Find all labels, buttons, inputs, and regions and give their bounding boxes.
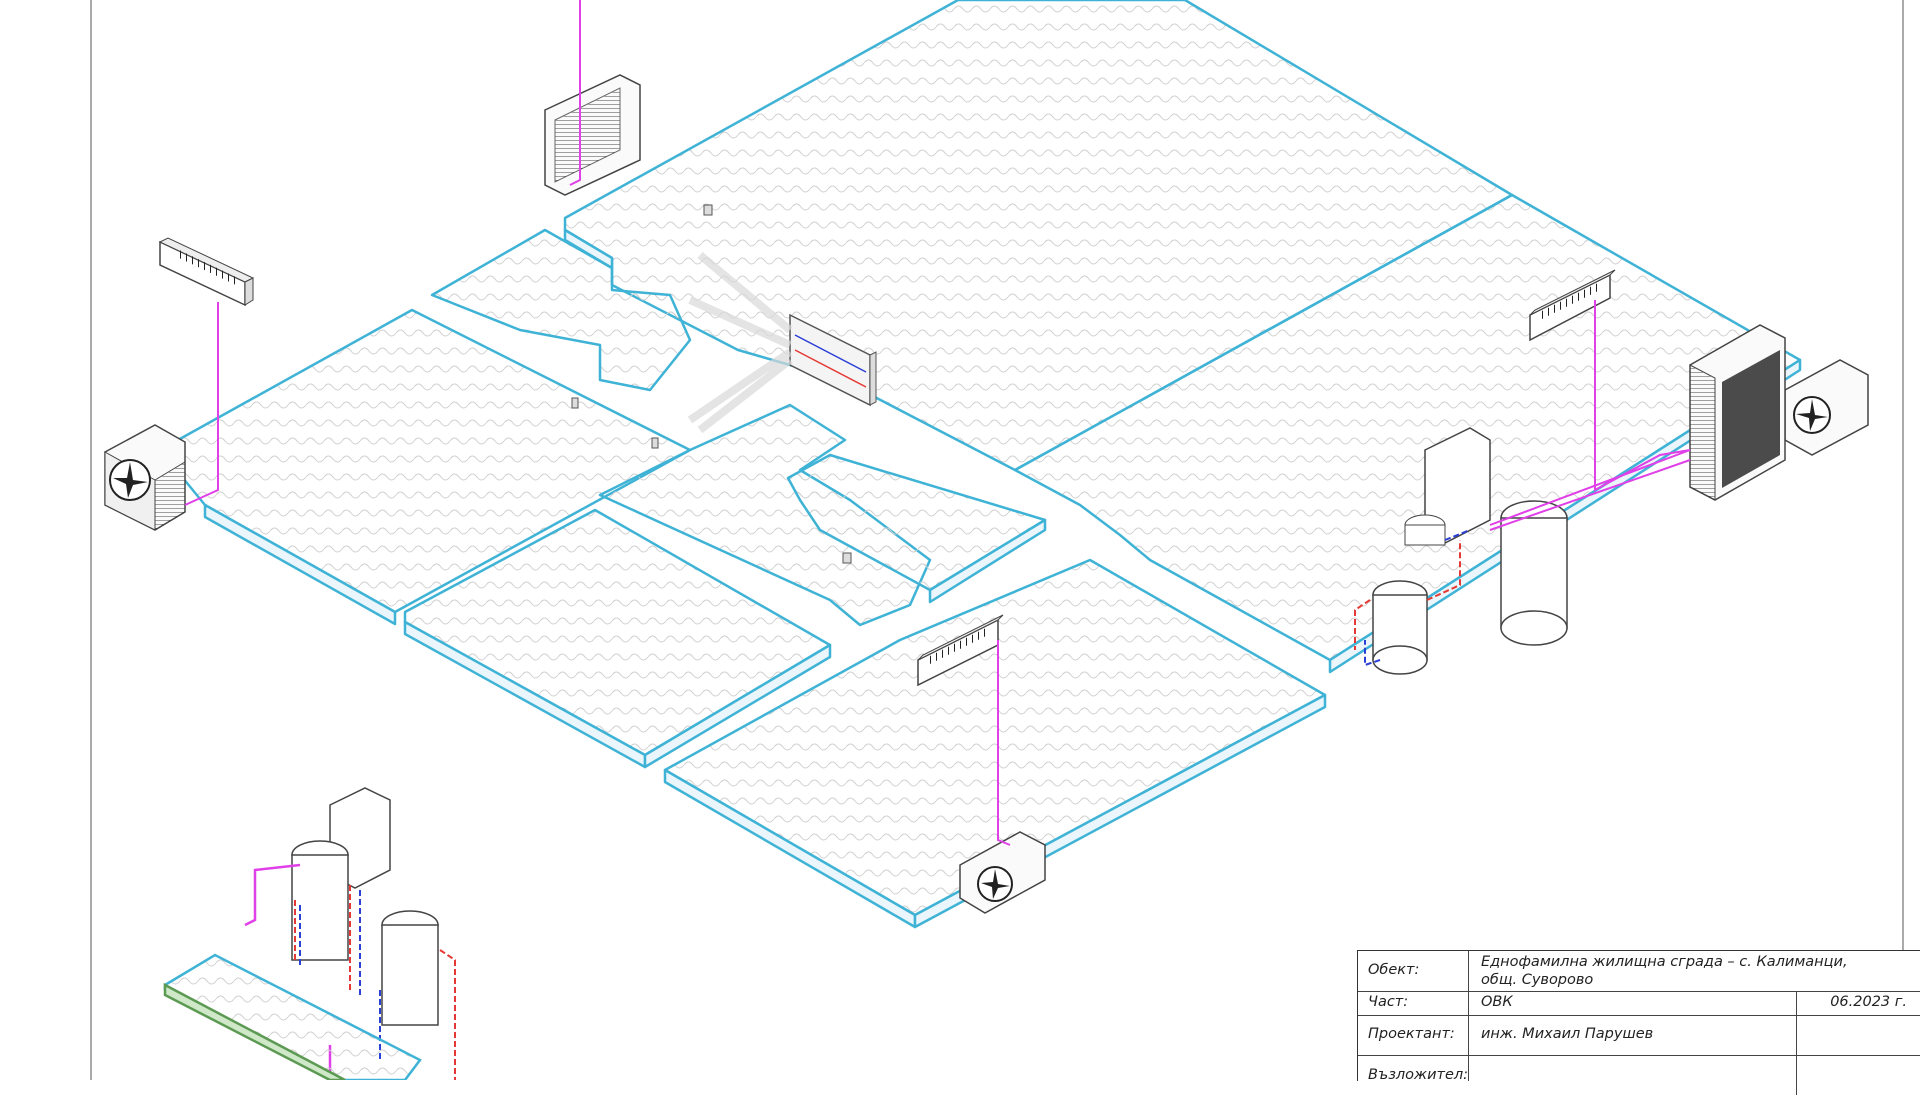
thermostat-1 <box>703 204 713 216</box>
refrigerant-lines <box>184 0 1691 846</box>
zone-upper-left <box>430 228 692 392</box>
heat-pump-unit-right <box>1689 324 1786 501</box>
zone-left-room <box>158 308 692 614</box>
client-label: Възложител: <box>1368 1067 1469 1083</box>
wall-unit-left <box>158 237 255 307</box>
zone-lower-floor-fragment <box>163 953 422 1080</box>
wall-unit-center <box>917 614 1004 687</box>
title-block-row-next: Възложител: <box>1358 1055 1920 1095</box>
designer-value: инж. Михаил Парушев <box>1481 1026 1654 1042</box>
wall-unit-right <box>1529 269 1616 342</box>
title-block-row-object: Обект: Еднофамилна жилищна сграда – с. К… <box>1358 951 1920 992</box>
part-label: Част: <box>1368 994 1409 1010</box>
zone-bathroom-edge <box>928 518 1047 604</box>
thermostat-2 <box>842 552 852 564</box>
thermostat-3 <box>571 397 579 409</box>
object-value-line1: Еднофамилна жилищна сграда – с. Калиманц… <box>1481 954 1848 970</box>
object-value-line2: общ. Суворово <box>1481 972 1594 988</box>
thermostat-4 <box>651 437 659 449</box>
object-label: Обект: <box>1368 962 1420 978</box>
title-block: Обект: Еднофамилна жилищна сграда – с. К… <box>1357 950 1920 1095</box>
zone-right-room <box>1013 193 1802 662</box>
outdoor-unit-right-small <box>1784 359 1869 456</box>
outdoor-unit-top <box>544 74 641 196</box>
title-block-row-part: Част: ОВК 06.2023 г. <box>1358 991 1920 1016</box>
part-value: ОВК <box>1481 994 1513 1010</box>
boiler-room-equipment <box>1354 427 1691 675</box>
heating-manifold <box>687 251 877 434</box>
date-divider <box>1796 991 1797 1015</box>
floor-heating-zones <box>158 0 1802 929</box>
designer-label: Проектант: <box>1368 1026 1455 1042</box>
client-divider <box>1796 1055 1797 1095</box>
outdoor-unit-bottom <box>959 831 1046 914</box>
outdoor-unit-left <box>104 424 186 531</box>
title-block-row-designer: Проектант: инж. Михаил Парушев <box>1358 1015 1920 1056</box>
title-block-divider <box>1468 951 1469 1081</box>
date-value: 06.2023 г. <box>1830 994 1907 1010</box>
zone-lower-left-edge2 <box>643 643 832 769</box>
designer-divider <box>1796 1015 1797 1055</box>
zone-left-room-edge <box>203 503 397 626</box>
